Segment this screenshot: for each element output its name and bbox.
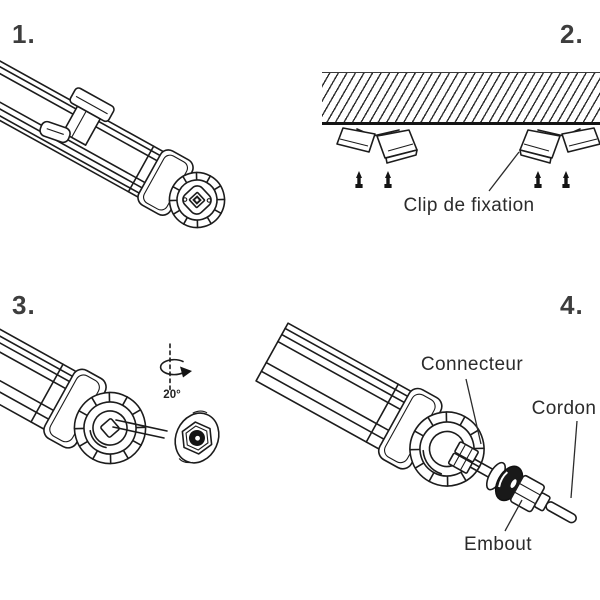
- screw-icon: [562, 171, 570, 188]
- step4-connector: [447, 441, 479, 474]
- step4-tube-drawing: [255, 322, 577, 524]
- connector-label: Connecteur: [420, 354, 524, 375]
- step2-clip-right: [519, 127, 600, 164]
- step1-end-cap: [168, 171, 226, 229]
- step-3-number: 3.: [12, 290, 36, 320]
- cord-label: Cordon: [531, 398, 597, 419]
- connector-leader-line: [465, 378, 482, 445]
- step3-end-cap: [73, 391, 147, 465]
- screw-icon: [534, 171, 542, 188]
- step-2-number: 2.: [560, 19, 584, 49]
- screw-icon: [384, 171, 392, 188]
- screw-icon: [355, 171, 363, 188]
- angle-label: 20°: [163, 389, 181, 401]
- step3-locking-cap: [174, 410, 220, 464]
- step2-clip-left: [336, 127, 418, 164]
- embout-leader-line: [504, 499, 523, 532]
- step3-tube-drawing: [0, 281, 147, 465]
- step1-tube-drawing: [0, 40, 226, 229]
- clip-label: Clip de fixation: [403, 195, 535, 216]
- step4-cord-assembly: [469, 458, 577, 524]
- step-1-number: 1.: [12, 19, 36, 49]
- step1-socket: [182, 185, 212, 215]
- step1-mounting-clip: [39, 87, 115, 146]
- ceiling-hatch: [322, 72, 600, 125]
- step4-cord-plug: [509, 474, 577, 524]
- clip-leader-line: [488, 151, 520, 192]
- step2-screws: [355, 171, 570, 188]
- embout-label: Embout: [464, 534, 532, 555]
- step-4-number: 4.: [560, 290, 584, 320]
- step3-wires: [112, 419, 168, 439]
- rotation-arrow-icon: [159, 343, 192, 394]
- cord-leader-line: [570, 420, 578, 499]
